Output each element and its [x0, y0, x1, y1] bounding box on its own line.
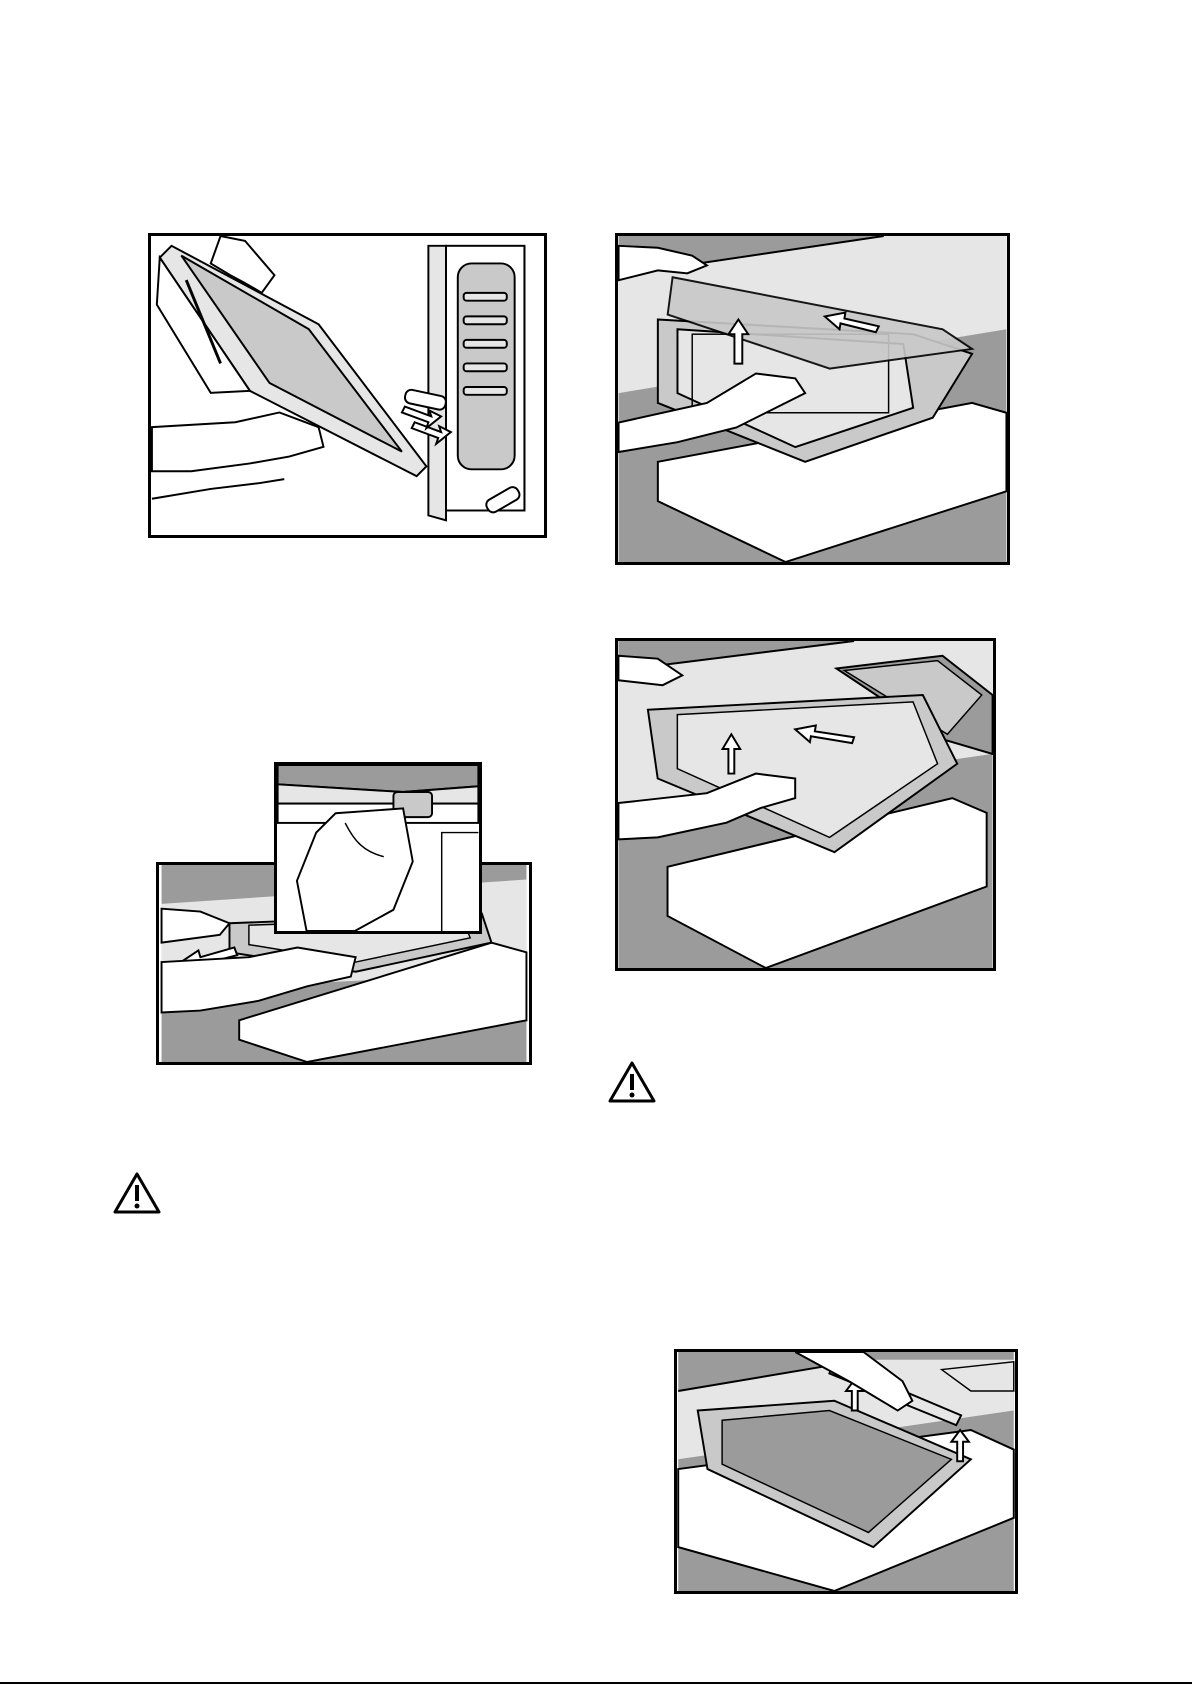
door-trim-detail-drawing: [277, 765, 479, 931]
illustration-inner-glass-lift: [615, 233, 1010, 565]
door-profile-removal-drawing: [677, 1352, 1015, 1591]
warning-triangle-icon: [112, 1171, 162, 1215]
illustration-door-lift-off: [148, 233, 547, 538]
illustration-profile-removal: [674, 1349, 1018, 1594]
illustration-middle-glass-lift: [615, 638, 996, 971]
illustration-trim-release-inset: [274, 762, 482, 934]
footer-rule: [0, 1682, 1192, 1684]
warning-triangle-icon: [607, 1060, 657, 1104]
oven-door-removal-drawing: [151, 236, 544, 535]
glass-panel-slide-drawing: [618, 641, 993, 968]
glass-panel-lift-drawing: [618, 236, 1007, 562]
